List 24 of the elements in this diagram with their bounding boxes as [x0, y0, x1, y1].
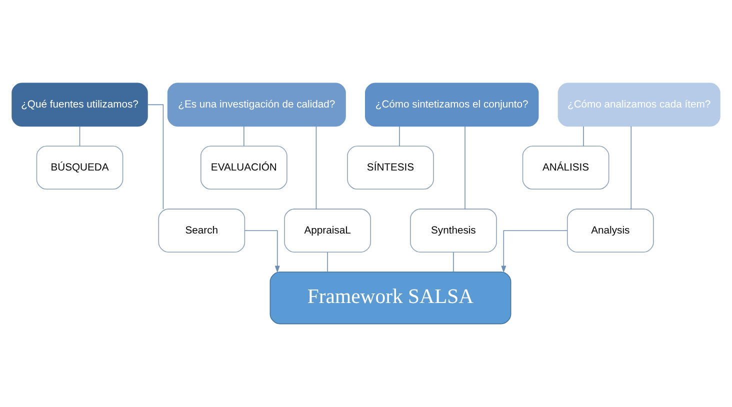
connector	[630, 126, 632, 210]
arrow	[501, 230, 568, 273]
node-box: ¿Cómo analizamos cada ítem?	[558, 82, 720, 127]
connector	[327, 252, 328, 272]
connector	[583, 126, 584, 146]
node-box: AppraisaL	[284, 208, 371, 252]
connector	[147, 104, 164, 210]
connector	[453, 252, 454, 272]
node-box: Search	[158, 208, 246, 252]
node-box: ANÁLISIS	[522, 146, 610, 190]
node-box: EVALUACIÓN	[200, 146, 288, 190]
node-box: SÍNTESIS	[347, 146, 434, 190]
node-box: Analysis	[566, 208, 654, 252]
connector	[79, 126, 80, 146]
node-box: ¿Qué fuentes utilizamos?	[12, 82, 148, 127]
node-box: Synthesis	[410, 208, 497, 252]
node-box: ¿Es una investigación de calidad?	[167, 82, 346, 127]
node-box: ¿Cómo sintetizamos el conjunto?	[365, 82, 539, 127]
arrow	[244, 230, 280, 273]
connector	[464, 126, 466, 210]
node-box: Framework SALSA	[270, 272, 512, 324]
connector	[399, 126, 400, 146]
node-box: BÚSQUEDA	[36, 146, 124, 190]
connector	[316, 126, 317, 210]
